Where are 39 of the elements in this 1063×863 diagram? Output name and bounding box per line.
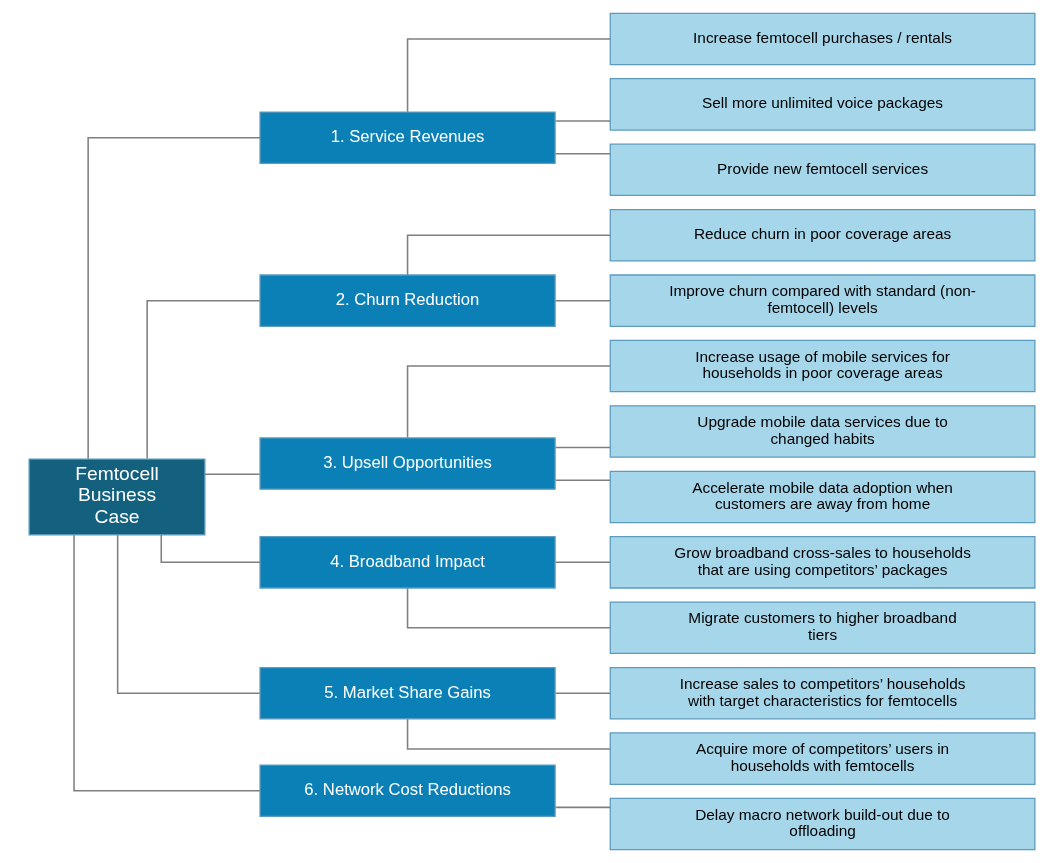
node-box: Migrate customers to higher broadband tiers [609, 601, 1035, 655]
node-box: Provide new femtocell services [609, 143, 1035, 197]
connector [554, 299, 611, 302]
connector [145, 299, 261, 460]
node-box: Grow broadband cross-sales to households that are using competitors’ packages [609, 536, 1035, 589]
node-box: Increase femtocell purchases / rentals [609, 12, 1035, 66]
node-box: Increase usage of mobile services for households in poor coverage areas [609, 339, 1035, 393]
node-box: Femtocell Business Case [28, 458, 205, 536]
node-box: 3. Upsell Opportunities [258, 437, 556, 490]
node-box: Increase sales to competitors’ households with target characteristics for femtocells [609, 666, 1035, 720]
node-box: Sell more unlimited voice packages [609, 78, 1035, 131]
connector [406, 365, 611, 439]
node-box: Improve churn compared with standard (non-femtocell) levels [609, 274, 1035, 327]
node-box: Delay macro network build-out due to offloading [609, 797, 1035, 851]
connector [554, 561, 611, 564]
node-box: 6. Network Cost Reductions [258, 764, 556, 817]
connector [554, 479, 611, 481]
connector [406, 587, 611, 629]
connector [406, 718, 611, 750]
node-box: Upgrade mobile data services due to changed habits [609, 405, 1035, 458]
connector [160, 534, 261, 564]
node-box: Acquire more of competitors’ users in households with femtocells [609, 732, 1035, 785]
connector [554, 806, 611, 809]
connector [554, 446, 611, 449]
node-box: 5. Market Share Gains [258, 666, 556, 720]
connector [406, 234, 611, 276]
connector [554, 692, 611, 694]
connector [72, 534, 261, 792]
node-box: Reduce churn in poor coverage areas [609, 208, 1035, 262]
connector [203, 473, 260, 475]
connector [116, 534, 260, 694]
node-box: 2. Churn Reduction [258, 274, 556, 327]
connector [406, 38, 611, 113]
connector [554, 153, 611, 155]
node-box: Accelerate mobile data adoption when customers are away from home [609, 470, 1035, 524]
node-box: 4. Broadband Impact [258, 536, 556, 589]
node-box: 1. Service Revenues [258, 111, 556, 165]
connector [86, 136, 261, 460]
connector [554, 120, 611, 122]
